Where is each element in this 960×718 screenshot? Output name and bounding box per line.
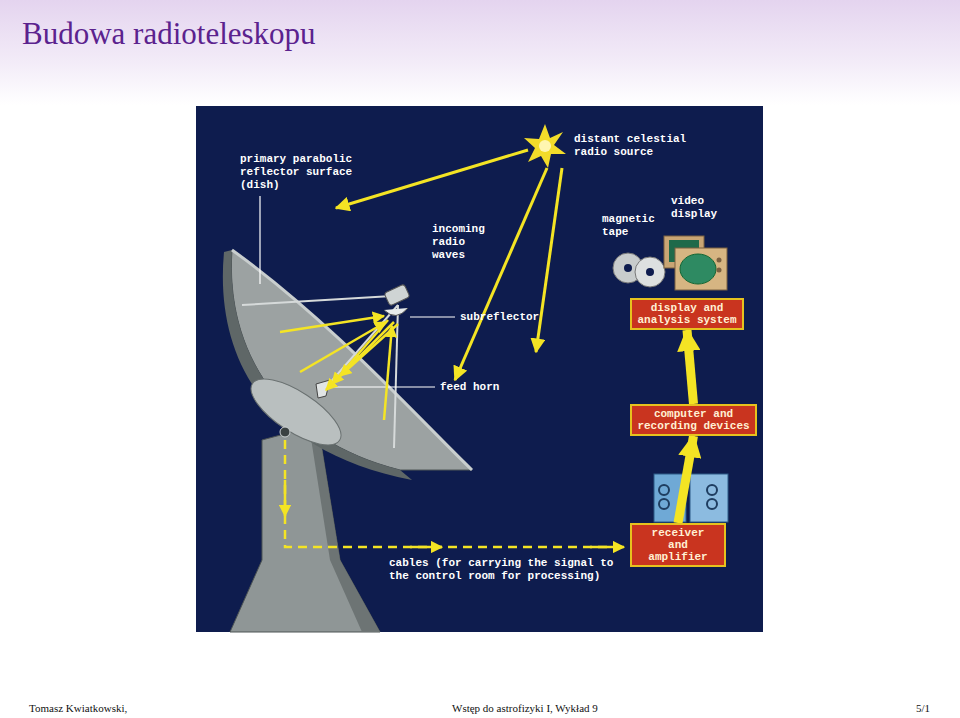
dark-panel (196, 106, 763, 632)
radio-source (524, 124, 566, 168)
signal-cable (285, 440, 626, 547)
video-monitors (664, 236, 727, 290)
header-band (0, 0, 960, 105)
illustration-rect (384, 284, 410, 306)
box-text: computer and recording devices (637, 408, 749, 432)
part-label: incoming radio waves (432, 223, 491, 262)
illustration-line (242, 296, 392, 305)
illustration-circle (280, 427, 290, 437)
flow-arrow (687, 330, 694, 404)
illustration-circle (659, 499, 669, 509)
process-box: display and analysis system (630, 298, 744, 330)
magnetic-tape-reels (613, 253, 665, 287)
illustration-circle (707, 499, 717, 509)
footer-author: Tomasz Kwiatkowski, (29, 702, 127, 714)
illustration-polyline (326, 322, 394, 390)
illustration-ellipse (680, 254, 716, 284)
process-box: computer and recording devices (630, 404, 757, 436)
part-label: magnetic tape (602, 213, 661, 239)
illustration-path (231, 250, 472, 470)
illustration-polyline (384, 326, 392, 420)
illustration-circle (646, 268, 654, 276)
subreflector-struts (242, 296, 398, 448)
subreflector (384, 284, 410, 316)
process-box: receiver and amplifier (630, 523, 726, 567)
part-label: cables (for carrying the signal to the c… (389, 557, 627, 583)
illustration-rect (675, 248, 727, 290)
illustration-circle (717, 258, 722, 263)
illustration-line (284, 480, 287, 516)
illustration-line (410, 546, 442, 549)
receiver-racks (654, 474, 728, 522)
illustration-circle (707, 485, 717, 495)
illustration-line (590, 546, 624, 549)
part-label: video display (671, 195, 724, 221)
illustration-line (259, 196, 260, 284)
illustration-rect (690, 474, 728, 522)
illustration-line (336, 150, 528, 208)
illustration-circle (659, 485, 669, 495)
illustration-polygon (524, 124, 566, 168)
illustration-line (410, 316, 455, 317)
illustration-circle (717, 268, 722, 273)
illustration-polyline (340, 324, 398, 376)
illustration-line (455, 168, 547, 380)
illustration-path (232, 250, 472, 470)
part-label: subreflector (460, 311, 539, 324)
slide-title: Budowa radioteleskopu (22, 16, 316, 52)
illustration-circle (635, 257, 665, 287)
part-label: feed horn (440, 381, 499, 394)
illustration-line (536, 168, 562, 352)
illustration-line (334, 386, 435, 387)
illustration-path (384, 308, 408, 316)
illustration-circle (539, 140, 551, 152)
illustration-circle (624, 264, 632, 272)
parabolic-dish (223, 250, 472, 480)
footer-page: 5/1 (916, 702, 930, 714)
illustration-path (223, 250, 412, 480)
illustration-polyline (285, 440, 626, 547)
footer-course: Wstęp do astrofizyki I, Wykład 9 (452, 702, 598, 714)
flow-arrow (678, 436, 694, 523)
illustration-polyline (280, 316, 384, 332)
part-label: primary parabolic reflector surface (dis… (240, 153, 359, 192)
box-text: display and analysis system (637, 302, 736, 326)
box-text: receiver and amplifier (648, 527, 707, 563)
reflected-rays (280, 316, 398, 420)
part-label: distant celestial radio source (574, 133, 693, 159)
